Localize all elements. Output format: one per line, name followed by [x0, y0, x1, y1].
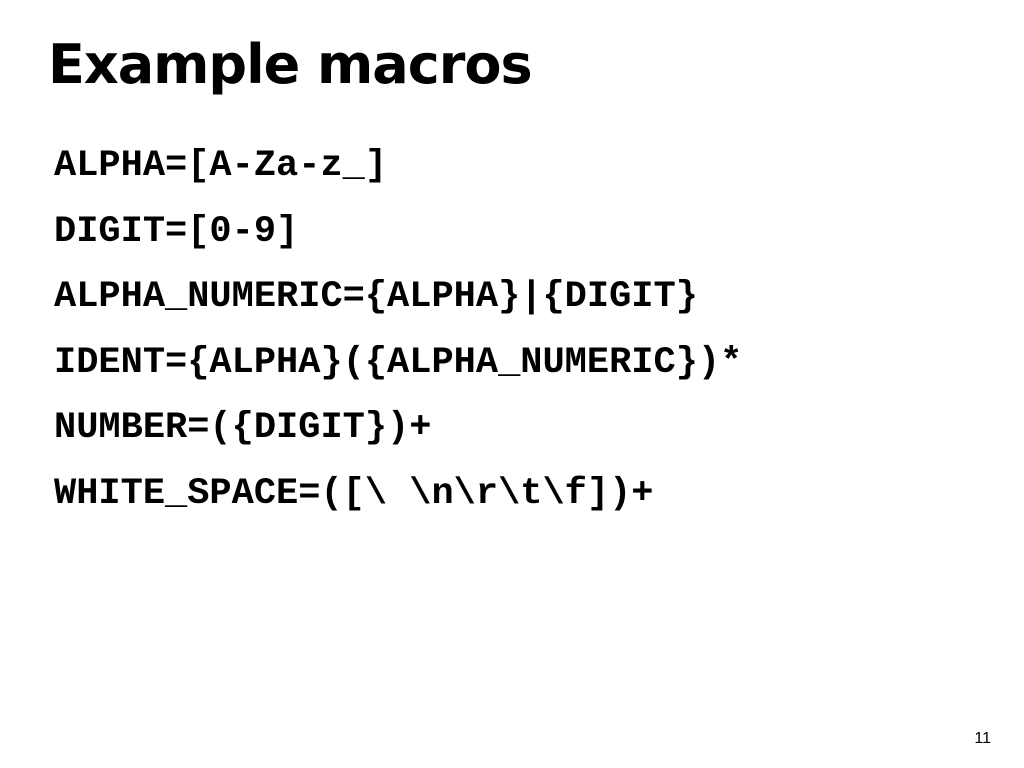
slide-title: Example macros	[48, 33, 533, 96]
macro-ident: IDENT={ALPHA}({ALPHA_NUMERIC})*	[54, 341, 743, 384]
macro-alpha: ALPHA=[A-Za-z_]	[54, 145, 388, 187]
macro-digit: DIGIT=[0-9]	[54, 210, 299, 253]
macro-list: ALPHA=[A-Za-z_] DIGIT=[0-9] ALPHA_NUMERI…	[54, 144, 742, 537]
slide-number: 11	[974, 730, 991, 747]
macro-alpha-numeric: ALPHA_NUMERIC={ALPHA}|{DIGIT}	[54, 276, 698, 318]
macro-number: NUMBER=({DIGIT})+	[54, 407, 432, 449]
macro-white-space: WHITE_SPACE=([\ \n\r\t\f])+	[54, 472, 654, 515]
